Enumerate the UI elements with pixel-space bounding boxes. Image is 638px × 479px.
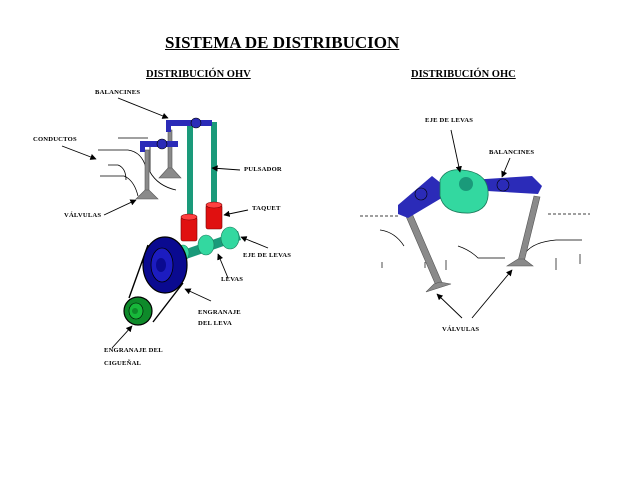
label-balancines-ohc: BALANCINES: [489, 149, 535, 156]
ohv-crank-gear: [123, 296, 153, 326]
label-engranaje-ciguenal-line1: ENGRANAJE DEL: [104, 347, 163, 354]
ohv-callout-arrows: [61, 97, 269, 349]
ohc-valves: [404, 195, 541, 293]
ohv-rocker-arms: [140, 117, 212, 152]
ohv-pushrods: [187, 122, 217, 225]
ohv-cam-gear: [142, 236, 188, 294]
label-engranaje-leva-line1: ENGRANAJE: [198, 309, 241, 316]
ohv-tappets: [180, 201, 223, 242]
ohv-valves: [135, 129, 182, 200]
label-eje-de-levas-ohc: EJE DE LEVAS: [425, 117, 474, 124]
label-taquet: TAQUET: [252, 205, 281, 212]
label-pulsador: PULSADOR: [244, 166, 282, 173]
page-title: SISTEMA DE DISTRIBUCION: [165, 33, 400, 52]
ohc-callout-arrows: [436, 129, 513, 319]
label-engranaje-ciguenal-line2: CIGUEÑAL: [104, 360, 142, 367]
label-conductos: CONDUCTOS: [33, 136, 77, 143]
label-valvulas-ohc: VÁLVULAS: [442, 326, 480, 333]
ohc-heading: DISTRIBUCIÓN OHC: [411, 69, 516, 80]
label-levas: LEVAS: [221, 276, 244, 283]
label-eje-de-levas-ohv: EJE DE LEVAS: [243, 252, 292, 259]
ohc-head-outline: [360, 213, 590, 270]
label-balancines-ohv: BALANCINES: [95, 89, 141, 96]
ohv-heading: DISTRIBUCIÓN OHV: [146, 69, 251, 80]
ohc-camshaft: [439, 169, 489, 214]
label-engranaje-leva-line2: DEL LEVA: [198, 320, 232, 327]
label-valvulas-ohv: VÁLVULAS: [64, 212, 102, 219]
